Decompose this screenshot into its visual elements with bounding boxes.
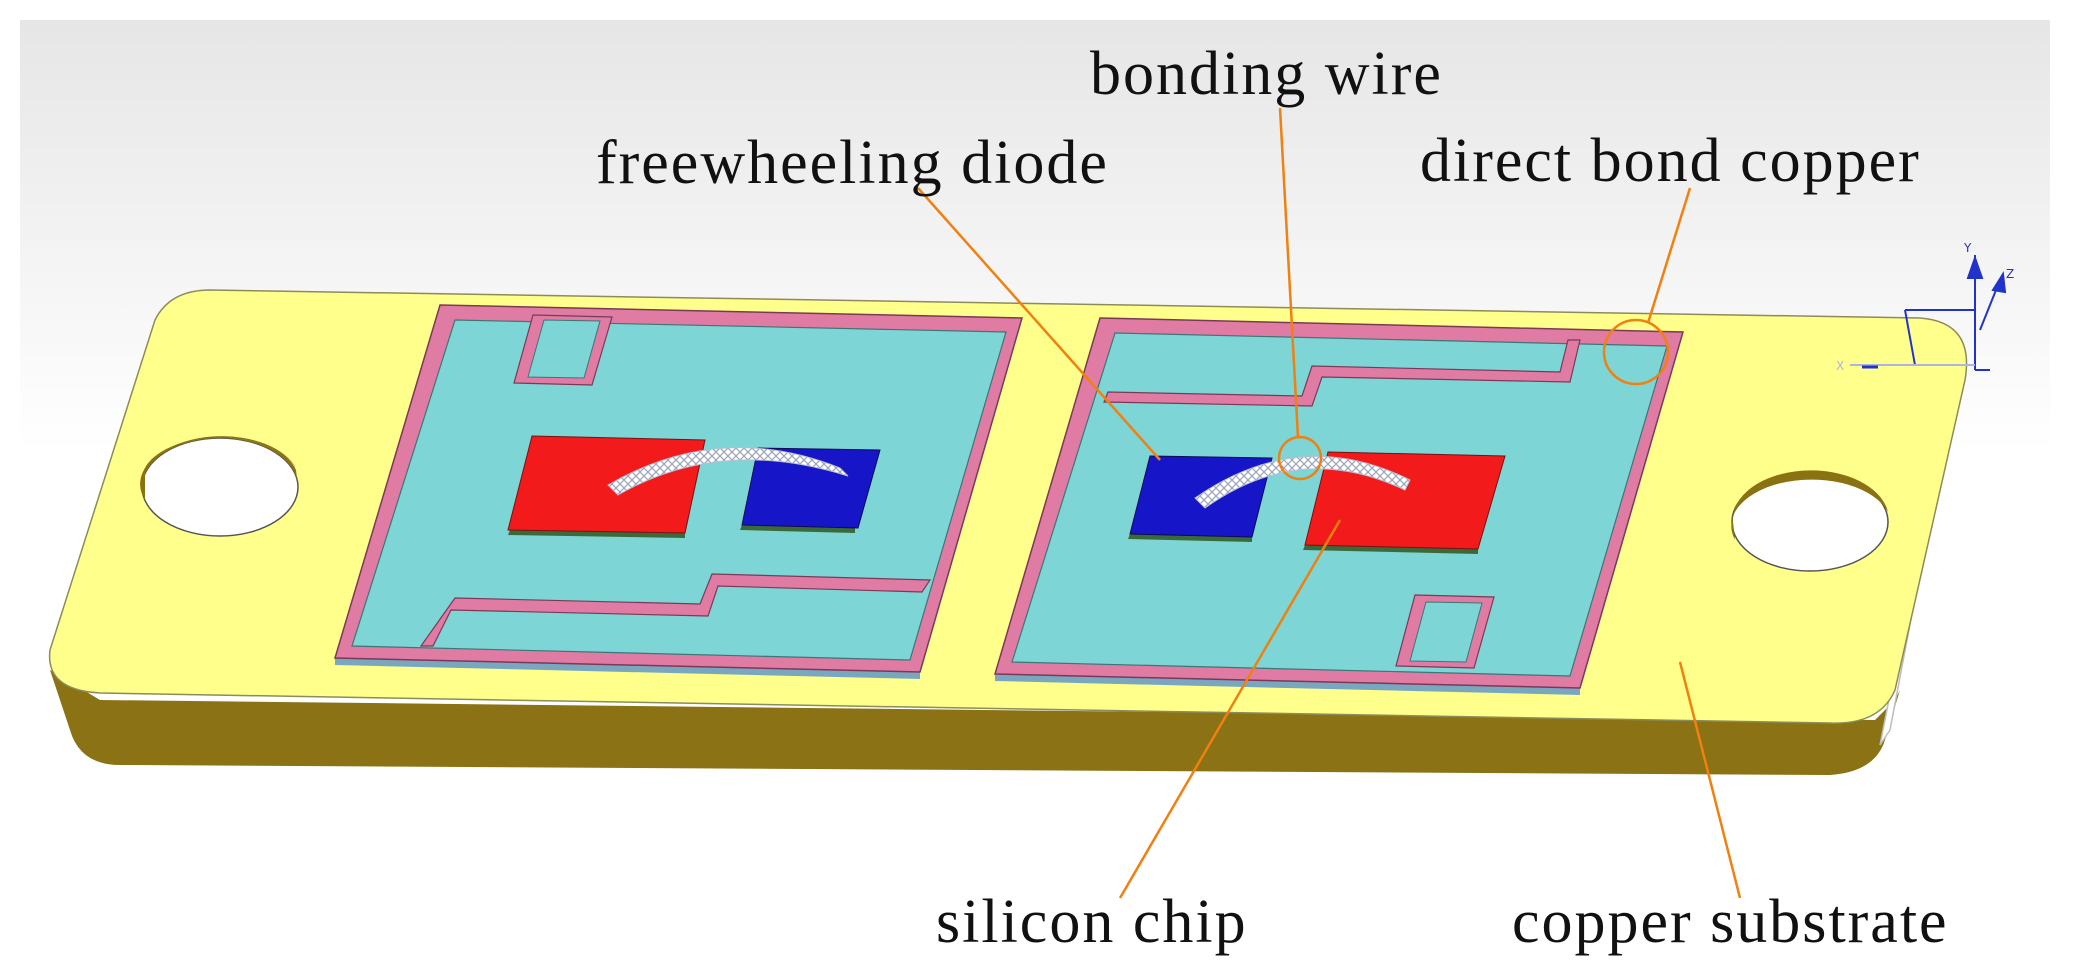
axis-label-z: Z xyxy=(2006,267,2014,281)
leader-lines xyxy=(917,107,1742,899)
silicon-chip-left xyxy=(507,435,706,538)
leader-copper-substrate xyxy=(1678,661,1742,899)
bonding-wire-right xyxy=(1194,455,1411,509)
leader-bonding-wire xyxy=(1278,107,1300,438)
bonding-wire-marker xyxy=(1277,435,1323,481)
copper-substrate-side xyxy=(50,670,1900,775)
label-silicon-chip: silicon chip xyxy=(936,888,1248,956)
diode-left xyxy=(740,447,881,533)
bonding-wire-left xyxy=(607,447,849,496)
axis-label-y: Y xyxy=(1963,241,1972,255)
mounting-hole-right xyxy=(1731,470,1889,572)
leader-silicon-chip xyxy=(1118,519,1342,899)
label-direct-bond-copper: direct bond copper xyxy=(1420,127,1921,195)
label-freewheeling-diode: freewheeling diode xyxy=(596,129,1109,197)
mounting-hole-left xyxy=(140,436,299,537)
leader-freewheeling-diode xyxy=(917,187,1161,461)
leader-direct-bond-copper xyxy=(1646,187,1692,324)
axis-label-x: X xyxy=(1836,359,1844,373)
axis-gizmo xyxy=(1850,254,2007,371)
label-copper-substrate: copper substrate xyxy=(1512,888,1949,956)
silicon-chip-right xyxy=(1303,451,1506,554)
dbc-marker xyxy=(1602,318,1670,386)
label-bonding-wire: bonding wire xyxy=(1090,40,1443,108)
